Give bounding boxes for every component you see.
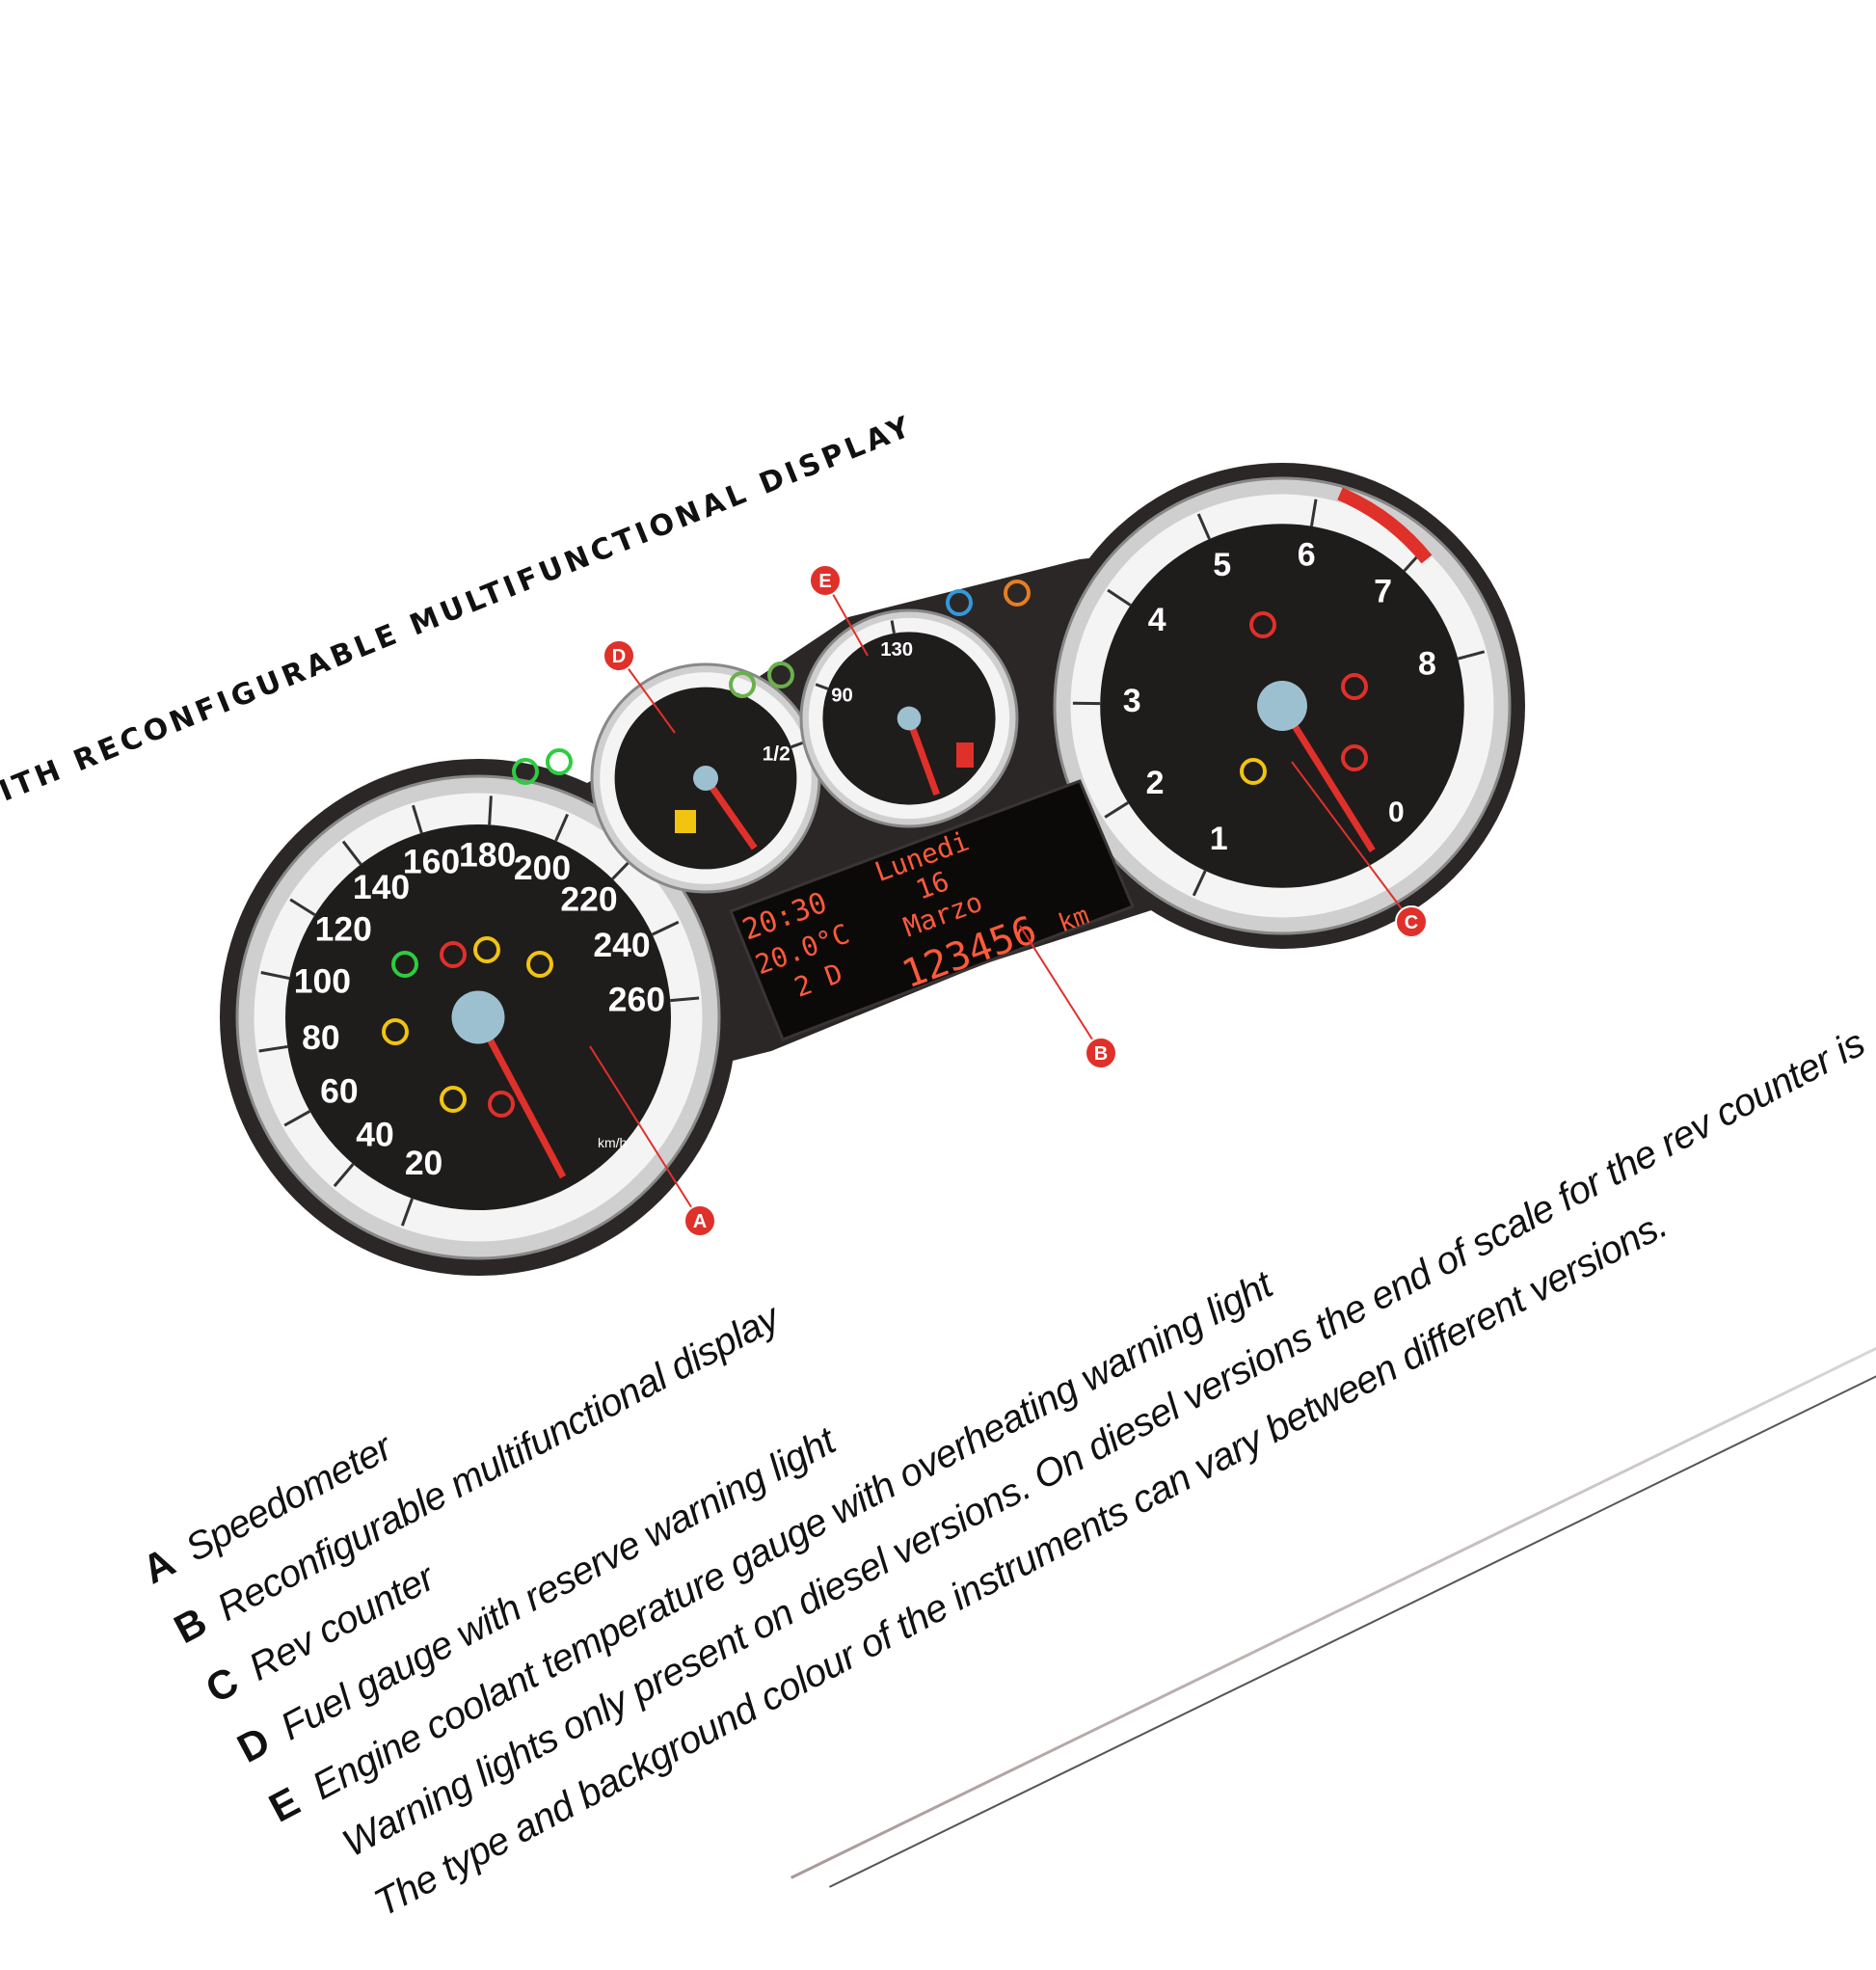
gauge-label: 7 (1374, 574, 1392, 610)
legend-key (309, 1857, 352, 1879)
gauge-label: 140 (353, 868, 410, 906)
needle-hub (898, 707, 922, 731)
gauge-label: 220 (560, 880, 617, 919)
gauge-label: 120 (315, 909, 372, 948)
fuel-pump-icon (675, 810, 696, 833)
gauge-label: 100 (294, 962, 351, 1001)
gauge-label: 1/2 (763, 742, 791, 765)
needle-hub (452, 991, 505, 1044)
gauge-label: 6 (1298, 536, 1316, 573)
speed-unit: km/h (598, 1135, 627, 1150)
gauge-tick (490, 796, 492, 824)
gauge-label: 160 (403, 842, 460, 880)
gauge-label: 180 (459, 835, 516, 874)
coolant-temp-icon (956, 742, 974, 768)
callout-letter: D (612, 646, 626, 667)
gauge-label: 1 (1210, 821, 1228, 857)
needle-hub (693, 766, 718, 791)
temp-gauge: 90 130 (801, 610, 1017, 826)
gauge-label: 90 (831, 686, 853, 707)
fuel-gauge: 1/2 (592, 664, 819, 892)
gauge-label: 80 (302, 1018, 340, 1057)
warning-light-icon (548, 750, 571, 773)
callout-leader (1020, 926, 1101, 1053)
gauge-label: 5 (1213, 547, 1231, 583)
gauge-label: 2 (1146, 765, 1165, 801)
legend-key (341, 1917, 384, 1939)
callout-letter: A (693, 1211, 707, 1232)
gauge-label: 60 (320, 1071, 359, 1110)
gauge-label: 3 (1123, 683, 1141, 719)
gauge-label: 40 (356, 1116, 394, 1154)
gauge-label: 260 (608, 981, 665, 1019)
rev-zero-label: 0 (1388, 796, 1405, 828)
gauge-label: 4 (1148, 602, 1166, 638)
gauge-label: 20 (405, 1144, 443, 1182)
gauge-label: 8 (1418, 646, 1436, 683)
gauge-label: 240 (593, 926, 650, 964)
needle-hub (1257, 681, 1307, 731)
callout-letter: E (818, 571, 831, 592)
gauge-label: 130 (880, 639, 913, 661)
